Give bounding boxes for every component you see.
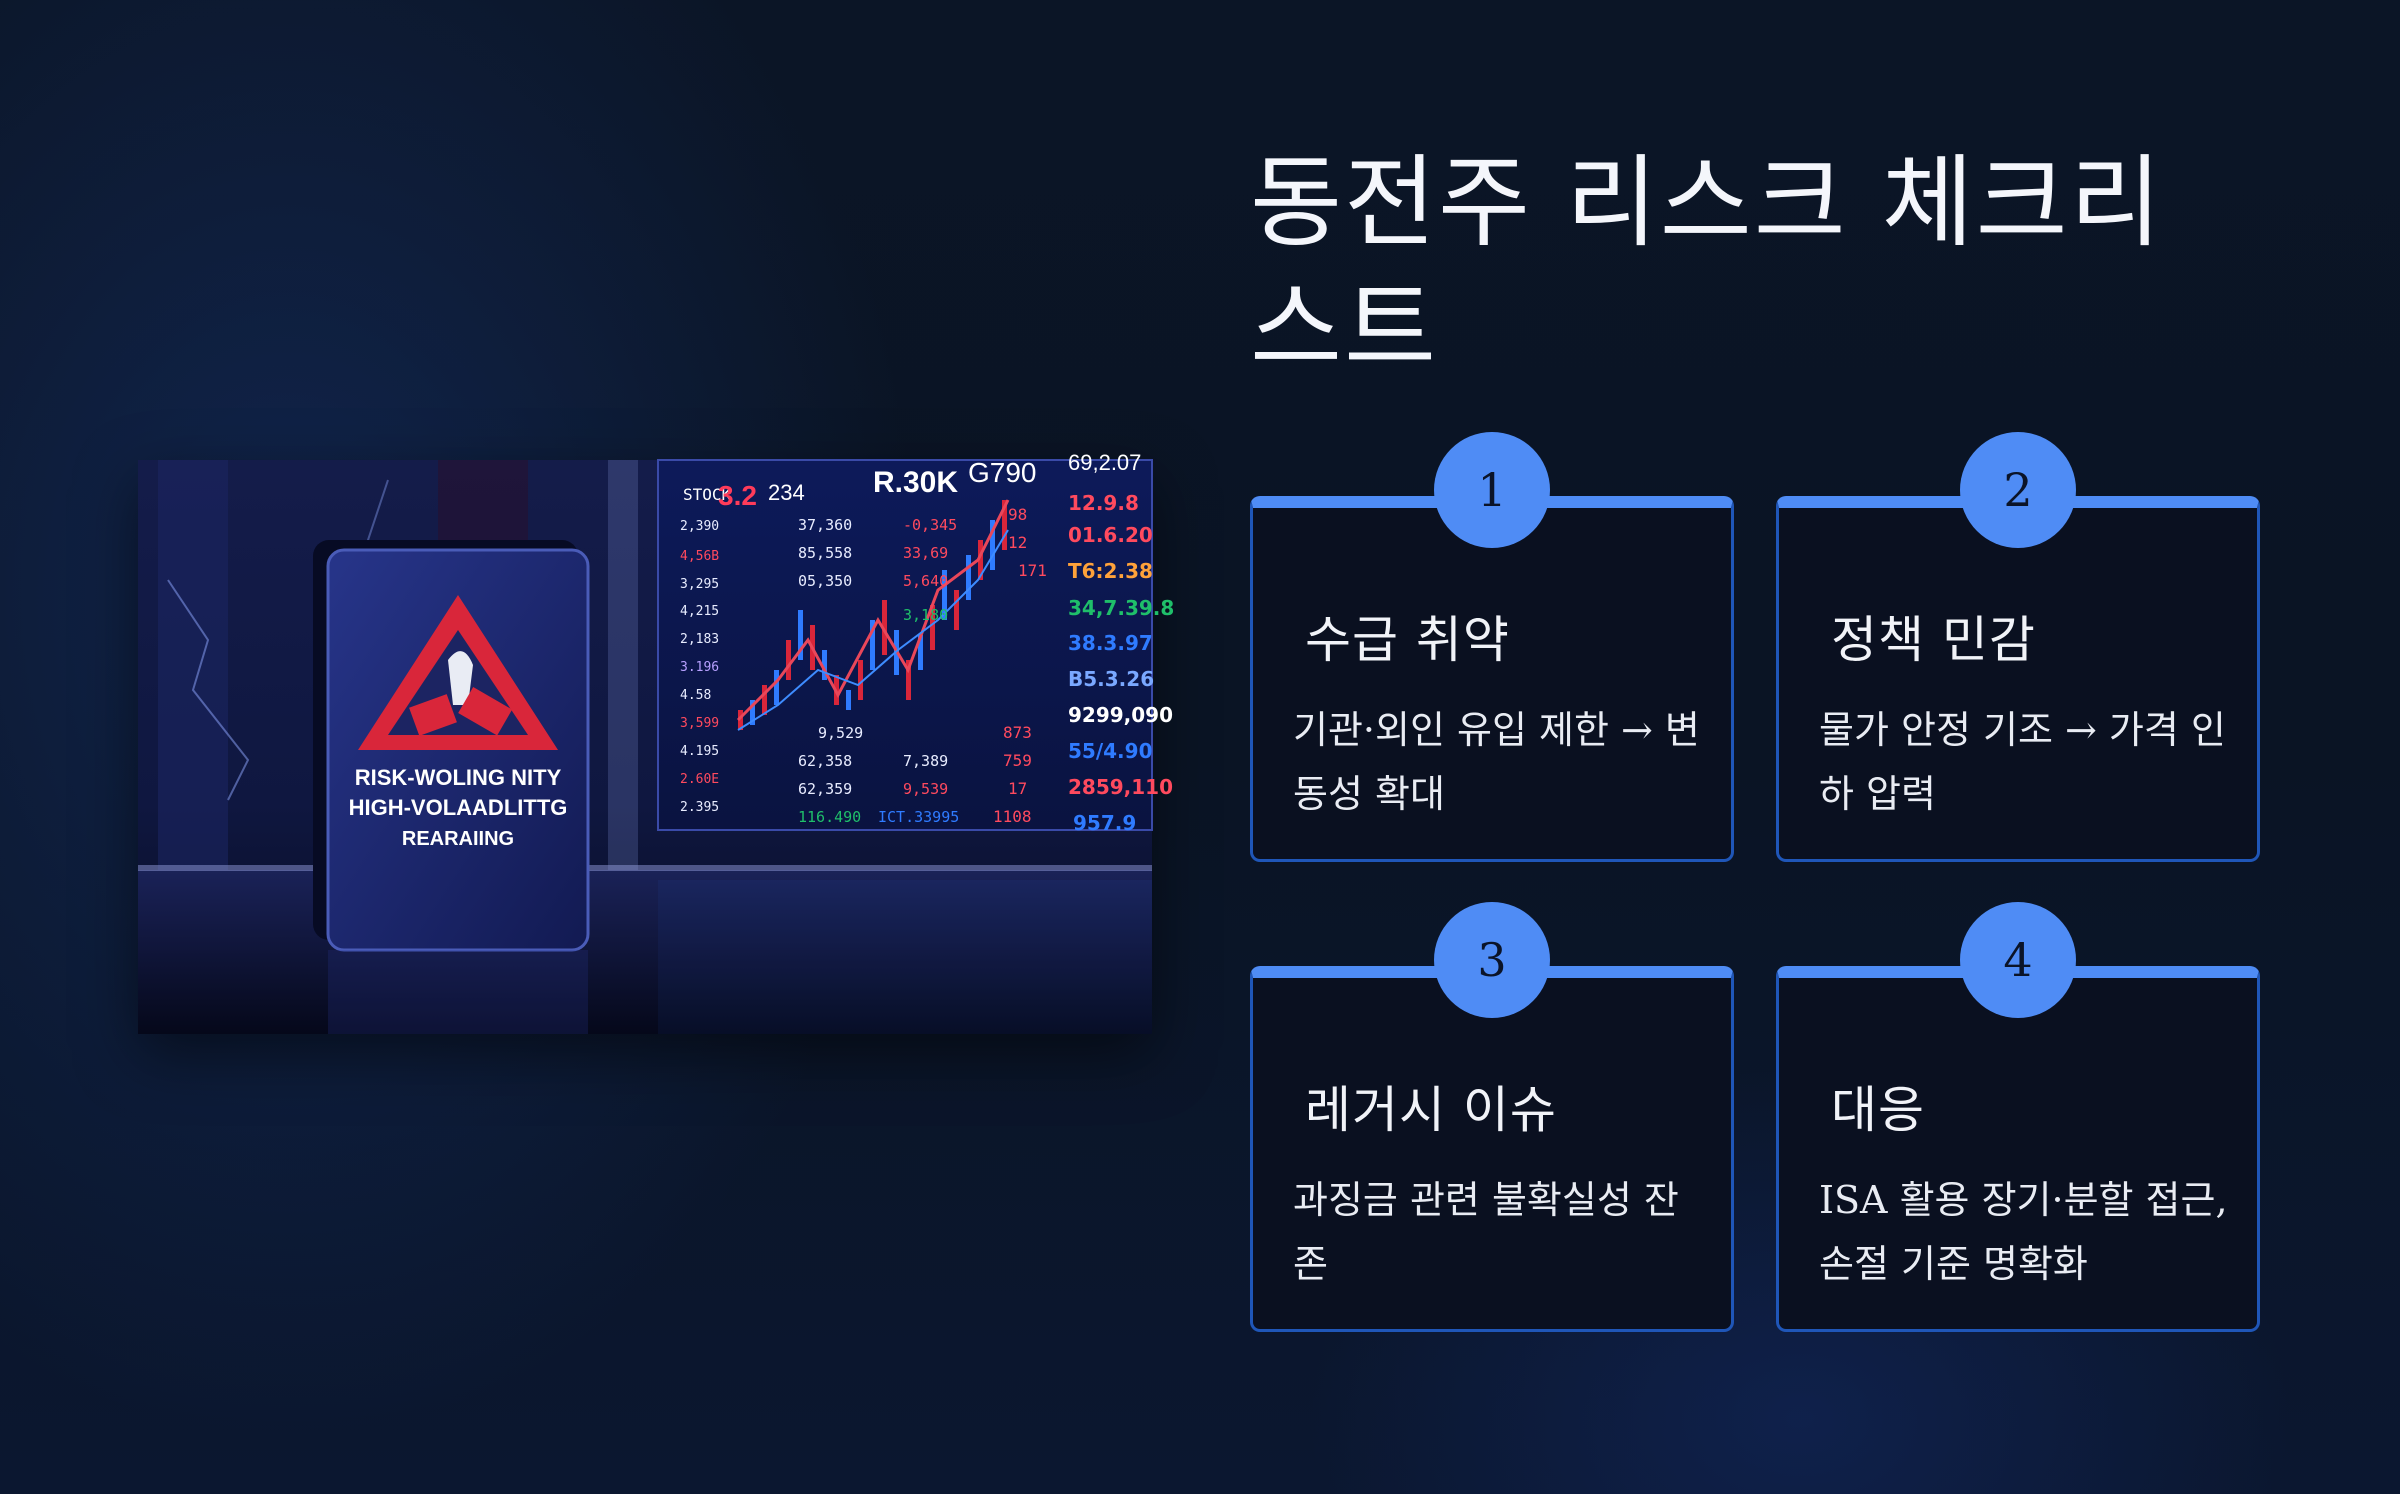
card-number-badge: 2 xyxy=(1960,432,2076,548)
svg-text:957.9: 957.9 xyxy=(1073,811,1136,835)
svg-text:STOCK: STOCK xyxy=(683,485,732,504)
checklist-card-3: 3 레거시 이슈 과징금 관련 불확실성 잔존 xyxy=(1250,902,1734,1332)
svg-text:-0,345: -0,345 xyxy=(903,516,957,534)
sign-line-1: RISK-WOLING NITY xyxy=(355,765,562,790)
svg-text:98: 98 xyxy=(1008,505,1027,524)
svg-text:9,529: 9,529 xyxy=(818,724,863,742)
checklist-card-2: 2 정책 민감 물가 안정 기조 → 가격 인하 압력 xyxy=(1776,432,2260,862)
svg-text:1108: 1108 xyxy=(993,807,1032,826)
svg-text:3,180: 3,180 xyxy=(903,606,948,624)
svg-text:4,56B: 4,56B xyxy=(680,549,719,564)
svg-text:759: 759 xyxy=(1003,751,1032,770)
svg-text:7,389: 7,389 xyxy=(903,752,948,770)
svg-text:12: 12 xyxy=(1008,533,1027,552)
svg-text:ICT.33995: ICT.33995 xyxy=(878,808,959,826)
warning-triangle-icon xyxy=(358,595,558,750)
svg-text:33,69: 33,69 xyxy=(903,544,948,562)
svg-text:2,390: 2,390 xyxy=(680,519,719,534)
svg-text:62,358: 62,358 xyxy=(798,752,852,770)
svg-text:01.6.20: 01.6.20 xyxy=(1068,523,1153,547)
card-number-badge: 3 xyxy=(1434,902,1550,1018)
svg-text:4.58: 4.58 xyxy=(680,688,711,703)
svg-text:234: 234 xyxy=(768,480,805,505)
stock-warning-illustration: STOCK 3.2 234 R.30K G790 69,2.07 2,390 4,… xyxy=(138,450,1174,1034)
card-description: 물가 안정 기조 → 가격 인하 압력 xyxy=(1819,708,2226,816)
card-title: 레거시 이슈 xyxy=(1305,1081,1557,1139)
svg-text:116.490: 116.490 xyxy=(798,808,861,826)
svg-text:R.30K: R.30K xyxy=(873,466,958,499)
card-title: 대응 xyxy=(1831,1081,1925,1139)
svg-text:3,599: 3,599 xyxy=(680,716,719,731)
card-title: 정책 민감 xyxy=(1831,611,2036,669)
svg-text:3,295: 3,295 xyxy=(680,577,719,592)
card-description: ISA 활용 장기·분할 접근, 손절 기준 명확화 xyxy=(1819,1178,2228,1286)
svg-text:2.60E: 2.60E xyxy=(680,772,719,787)
checklist-card-4: 4 대응 ISA 활용 장기·분할 접근, 손절 기준 명확화 xyxy=(1776,902,2260,1332)
svg-text:4.195: 4.195 xyxy=(680,744,719,759)
svg-text:05,350: 05,350 xyxy=(798,572,852,590)
card-description: 과징금 관련 불확실성 잔존 xyxy=(1293,1178,1679,1286)
card-title: 수급 취약 xyxy=(1305,611,1510,669)
svg-text:2.395: 2.395 xyxy=(680,800,719,815)
hero-image: STOCK 3.2 234 R.30K G790 69,2.07 2,390 4,… xyxy=(138,450,1174,1034)
svg-text:2859,110: 2859,110 xyxy=(1068,775,1173,799)
checklist-card-1: 1 수급 취약 기관·외인 유입 제한 → 변동성 확대 xyxy=(1250,432,1734,862)
sign-line-2: HIGH-VOLAADLITTG xyxy=(349,795,568,820)
svg-text:38.3.97: 38.3.97 xyxy=(1068,631,1153,655)
card-number-badge: 1 xyxy=(1434,432,1550,548)
svg-text:T6:2.38: T6:2.38 xyxy=(1068,559,1153,583)
board-header-1: 3.2 xyxy=(718,480,757,511)
svg-text:873: 873 xyxy=(1003,723,1032,742)
svg-text:5,640: 5,640 xyxy=(903,572,948,590)
svg-text:171: 171 xyxy=(1018,561,1047,580)
svg-text:34,7.39.8: 34,7.39.8 xyxy=(1068,596,1174,620)
svg-text:12.9.8: 12.9.8 xyxy=(1068,491,1139,515)
stock-board: STOCK 3.2 234 R.30K G790 69,2.07 2,390 4,… xyxy=(657,450,1174,835)
svg-text:37,360: 37,360 xyxy=(798,516,852,534)
warning-sign: RISK-WOLING NITY HIGH-VOLAADLITTG REARAI… xyxy=(313,540,590,952)
svg-text:69,2.07: 69,2.07 xyxy=(1068,450,1141,475)
svg-text:17: 17 xyxy=(1008,779,1027,798)
svg-text:4,215: 4,215 xyxy=(680,604,719,619)
svg-text:85,558: 85,558 xyxy=(798,544,852,562)
svg-text:G790: G790 xyxy=(968,457,1037,488)
svg-text:3.196: 3.196 xyxy=(680,660,719,675)
card-description: 기관·외인 유입 제한 → 변동성 확대 xyxy=(1293,708,1700,816)
svg-text:62,359: 62,359 xyxy=(798,780,852,798)
svg-text:B5.3.26: B5.3.26 xyxy=(1068,667,1154,691)
svg-text:2,183: 2,183 xyxy=(680,632,719,647)
svg-text:55/4.90: 55/4.90 xyxy=(1068,739,1152,763)
svg-text:9,539: 9,539 xyxy=(903,780,948,798)
svg-text:9299,090: 9299,090 xyxy=(1068,703,1173,727)
card-number-badge: 4 xyxy=(1960,902,2076,1018)
sign-line-3: REARAIING xyxy=(402,828,514,850)
slide-title: 동전주 리스크 체크리스트 xyxy=(1250,144,2164,387)
